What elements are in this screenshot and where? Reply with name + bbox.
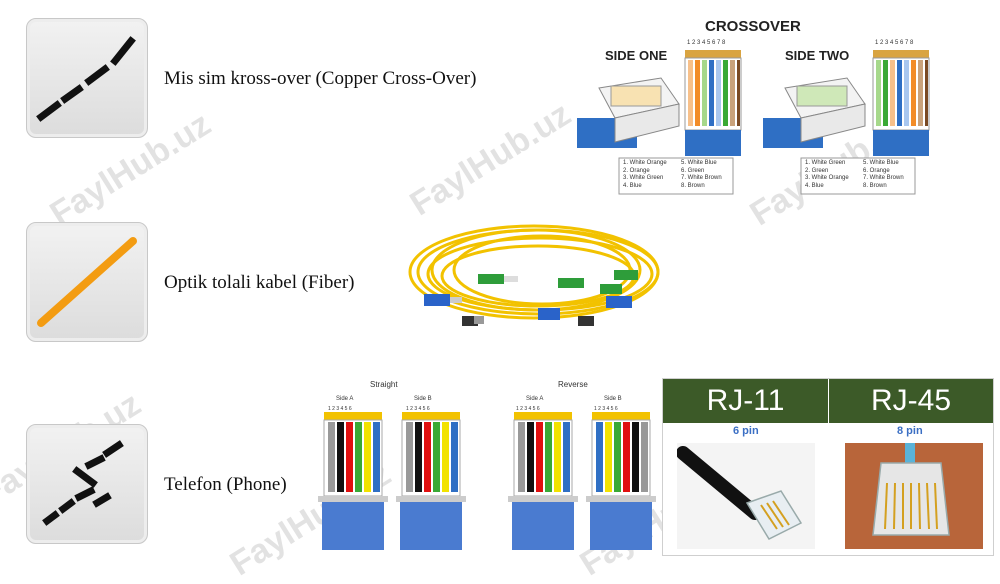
crossover-title: CROSSOVER: [705, 18, 801, 35]
pin-numbers: 1 2 3 4 5 6 7 8: [875, 40, 914, 46]
straight-side-b: [396, 412, 466, 550]
fiber-cable-photo: [408, 212, 670, 338]
fiber-line-icon: [26, 222, 148, 342]
straight-side-a: [318, 412, 388, 550]
reverse-title: Reverse: [558, 380, 588, 389]
rj11-title: RJ-11: [663, 379, 828, 423]
reverse-side-b: [586, 412, 656, 550]
rj11-connector-photo: [677, 443, 815, 549]
pin-numbers: 1 2 3 4 5 6: [594, 406, 618, 412]
pin-numbers: 1 2 3 4 5 6 7 8: [687, 40, 726, 46]
rj-connector-panel: RJ-11 RJ-45 6 pin 8 pin: [662, 378, 994, 556]
rj45-pin-count: 8 pin: [897, 425, 923, 437]
row-label-copper: Mis sim kross-over (Copper Cross-Over): [164, 68, 477, 89]
straight-title: Straight: [370, 380, 398, 389]
rj11-pin-count: 6 pin: [733, 425, 759, 437]
copper-crossover-line-icon: [26, 18, 148, 138]
pin-numbers: 1 2 3 4 5 6: [516, 406, 540, 412]
phone-wiring-diagrams: Straight Reverse Side A Side B Side A Si…: [318, 376, 658, 556]
pin-diagram-side-one: [684, 50, 742, 156]
reverse-side-a: [508, 412, 578, 550]
rj45-plug-side-one: [577, 77, 680, 148]
crossover-diagram: CROSSOVER SIDE ONE SIDE TWO 1 2 3 4 5 6 …: [575, 14, 993, 200]
row-label-fiber: Optik tolali kabel (Fiber): [164, 272, 355, 293]
side-b-label: Side B: [604, 396, 622, 402]
watermark: FaylHub.uz: [403, 94, 578, 224]
pin-numbers: 1 2 3 4 5 6: [406, 406, 430, 412]
side-b-label: Side B: [414, 396, 432, 402]
rj45-connector-photo: [845, 443, 983, 549]
side-one-label: SIDE ONE: [605, 48, 668, 63]
rj45-title: RJ-45: [829, 379, 993, 423]
side-two-label: SIDE TWO: [785, 48, 850, 63]
phone-line-icon: [26, 424, 148, 544]
pin-diagram-side-two: [872, 50, 930, 156]
side-a-label: Side A: [336, 396, 354, 402]
row-label-phone: Telefon (Phone): [164, 474, 287, 495]
side-a-label: Side A: [526, 396, 544, 402]
rj45-plug-side-two: [763, 77, 866, 148]
pin-numbers: 1 2 3 4 5 6: [328, 406, 352, 412]
